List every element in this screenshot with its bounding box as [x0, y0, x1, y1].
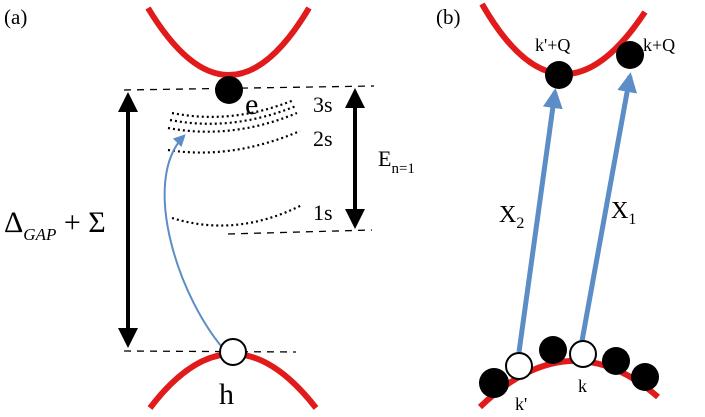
electron-a [215, 76, 243, 104]
level-3s-label: 3s [313, 92, 333, 117]
gap-label: ΔGAP + Σ [4, 206, 106, 244]
level-2s-curve-b [167, 129, 301, 154]
exciton-level-line [227, 229, 373, 235]
valence-electron-1 [479, 368, 509, 398]
transition-x1-sub: 1 [628, 211, 636, 228]
transition-x2-sub: 2 [516, 215, 524, 232]
valence-edge-line [123, 350, 297, 353]
transition-x2-main: X [499, 202, 516, 228]
hole-k [569, 340, 597, 368]
binding-energy-label: En=1 [378, 146, 415, 177]
gap-subscript: GAP [23, 225, 56, 244]
panel-a-label: (a) [4, 5, 27, 29]
level-2s-curve-a [167, 111, 298, 133]
level-1s-label: 1s [313, 200, 333, 225]
panel-a: (a) 3s 2s 1s ΔGAP + Σ En=1 [4, 5, 415, 411]
transition-arrow-x2 [516, 88, 563, 353]
panel-b: (b) k'+Q k+Q X2 X1 k' k [436, 2, 675, 414]
electron-k-q [616, 41, 644, 69]
valence-electron-3 [602, 347, 630, 375]
conduction-edge-line [123, 85, 375, 91]
transition-label-x2: X2 [499, 202, 524, 232]
level-3s-curve-a [171, 98, 295, 118]
conduction-band-a [145, 6, 312, 78]
electron-label: e [245, 88, 258, 121]
lower-label-left: k' [515, 394, 527, 414]
gap-rest: + Σ [56, 206, 105, 239]
level-1s-curve [171, 204, 303, 227]
hole-label: h [219, 378, 234, 411]
panel-b-label: (b) [436, 5, 461, 29]
transition-x1-main: X [611, 198, 628, 224]
upper-label-left: k'+Q [535, 35, 570, 55]
transition-arrow-x1 [577, 72, 637, 353]
hole-a [219, 338, 247, 366]
electron-kprime-q [545, 61, 573, 89]
hole-kprime [505, 352, 533, 380]
gap-delta: Δ [4, 206, 23, 239]
upper-label-right: k+Q [643, 35, 675, 55]
binding-energy-main: E [378, 146, 391, 171]
transition-label-x1: X1 [611, 198, 636, 228]
excitation-arrow [163, 134, 229, 355]
rydberg-series [167, 98, 303, 227]
valence-electron-2 [539, 336, 567, 364]
lower-label-right: k [578, 376, 587, 396]
valence-electron-4 [631, 363, 659, 391]
level-2s-label: 2s [313, 126, 333, 151]
binding-energy-subscript: n=1 [391, 161, 414, 177]
